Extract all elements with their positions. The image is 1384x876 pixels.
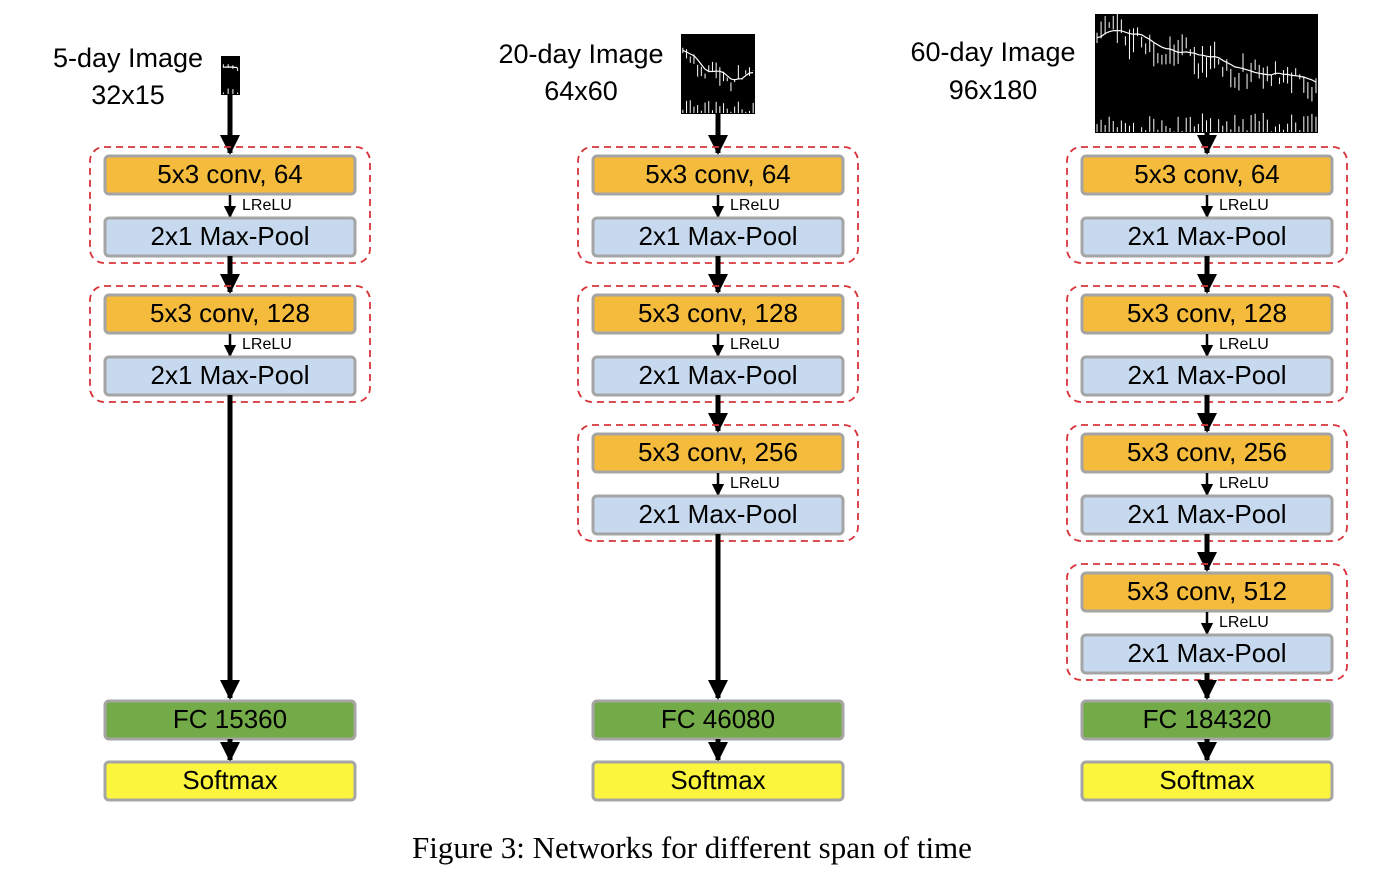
input-image-thumbnail xyxy=(221,56,240,95)
conv-layer: 5x3 conv, 128 xyxy=(1080,293,1334,335)
softmax-layer-bg xyxy=(591,760,845,802)
conv-layer-label: 5x3 conv, 256 xyxy=(638,437,798,467)
conv-layer-label: 5x3 conv, 128 xyxy=(1127,298,1287,328)
conv-layer-label: 5x3 conv, 128 xyxy=(638,298,798,328)
input-image-thumbnail xyxy=(681,34,755,114)
pool-layer: 2x1 Max-Pool xyxy=(591,494,845,536)
pool-layer: 2x1 Max-Pool xyxy=(1080,216,1334,258)
pool-layer-label: 2x1 Max-Pool xyxy=(1128,499,1287,529)
pool-layer-label: 2x1 Max-Pool xyxy=(639,360,798,390)
fc-layer: FC 184320 xyxy=(1080,699,1334,741)
network-column-2: 20-day Image 64x60 5x3 conv, 64 LReLU 2x1 Ma… xyxy=(498,34,859,802)
conv-layer-label: 5x3 conv, 256 xyxy=(1127,437,1287,467)
softmax-layer: Softmax xyxy=(1080,760,1334,802)
conv-layer: 5x3 conv, 64 xyxy=(591,154,845,196)
pool-layer: 2x1 Max-Pool xyxy=(103,216,357,258)
input-title: 5-day Image xyxy=(53,43,203,73)
activation-label: LReLU xyxy=(730,197,780,214)
pool-layer: 2x1 Max-Pool xyxy=(1080,633,1334,675)
pool-layer-label: 2x1 Max-Pool xyxy=(151,360,310,390)
pool-layer: 2x1 Max-Pool xyxy=(1080,355,1334,397)
softmax-layer-bg xyxy=(1080,760,1334,802)
conv-layer-label: 5x3 conv, 64 xyxy=(1134,159,1280,189)
softmax-layer-label: Softmax xyxy=(182,765,277,795)
conv-layer: 5x3 conv, 64 xyxy=(1080,154,1334,196)
pool-layer: 2x1 Max-Pool xyxy=(103,355,357,397)
conv-layer-label: 5x3 conv, 64 xyxy=(157,159,303,189)
conv-layer-label: 5x3 conv, 64 xyxy=(645,159,791,189)
conv-layer-bg xyxy=(1080,571,1334,613)
conv-layer-bg xyxy=(103,154,357,196)
fc-layer-label: FC 15360 xyxy=(173,704,287,734)
conv-block-1: 5x3 conv, 64 LReLU 2x1 Max-Pool xyxy=(89,146,371,264)
input-size: 32x15 xyxy=(91,80,165,110)
moving-average-line xyxy=(223,66,238,69)
conv-layer-bg xyxy=(591,154,845,196)
pool-layer: 2x1 Max-Pool xyxy=(1080,494,1334,536)
conv-layer-bg xyxy=(1080,293,1334,335)
conv-layer-bg xyxy=(1080,432,1334,474)
activation-label: LReLU xyxy=(1219,197,1269,214)
network-column-1: 5-day Image 32x15 5x3 conv, 64 LReLU 2x1 Max… xyxy=(53,43,371,802)
pool-layer-label: 2x1 Max-Pool xyxy=(1128,221,1287,251)
activation-label: LReLU xyxy=(1219,475,1269,492)
conv-layer-bg xyxy=(591,293,845,335)
conv-layer: 5x3 conv, 256 xyxy=(591,432,845,474)
pool-layer-label: 2x1 Max-Pool xyxy=(1128,360,1287,390)
activation-label: LReLU xyxy=(1219,614,1269,631)
conv-layer: 5x3 conv, 512 xyxy=(1080,571,1334,613)
softmax-layer-label: Softmax xyxy=(670,765,765,795)
fc-layer: FC 15360 xyxy=(103,699,357,741)
pool-layer: 2x1 Max-Pool xyxy=(591,355,845,397)
softmax-layer-bg xyxy=(103,760,357,802)
pool-layer: 2x1 Max-Pool xyxy=(591,216,845,258)
conv-layer: 5x3 conv, 256 xyxy=(1080,432,1334,474)
activation-label: LReLU xyxy=(1219,336,1269,353)
input-size: 64x60 xyxy=(544,76,618,106)
pool-layer-label: 2x1 Max-Pool xyxy=(1128,638,1287,668)
conv-layer: 5x3 conv, 64 xyxy=(103,154,357,196)
softmax-layer: Softmax xyxy=(591,760,845,802)
pool-layer-label: 2x1 Max-Pool xyxy=(151,221,310,251)
conv-layer-label: 5x3 conv, 128 xyxy=(150,298,310,328)
fc-layer-label: FC 184320 xyxy=(1143,704,1272,734)
conv-layer-label: 5x3 conv, 512 xyxy=(1127,576,1287,606)
network-column-3: 60-day Image 96x180 5x3 conv, 64 LReLU 2x1 M… xyxy=(910,14,1348,802)
input-title: 20-day Image xyxy=(498,39,663,69)
conv-block-1: 5x3 conv, 64 LReLU 2x1 Max-Pool xyxy=(1066,146,1348,264)
pool-layer-label: 2x1 Max-Pool xyxy=(639,221,798,251)
input-image-thumbnail xyxy=(1095,14,1318,133)
input-image-thumbnail-bg xyxy=(681,34,755,114)
softmax-layer-label: Softmax xyxy=(1159,765,1254,795)
conv-block-1: 5x3 conv, 64 LReLU 2x1 Max-Pool xyxy=(577,146,859,264)
activation-label: LReLU xyxy=(242,197,292,214)
softmax-layer: Softmax xyxy=(103,760,357,802)
conv-layer-bg xyxy=(103,293,357,335)
activation-label: LReLU xyxy=(730,475,780,492)
conv-layer: 5x3 conv, 128 xyxy=(103,293,357,335)
figure-caption: Figure 3: Networks for different span of… xyxy=(412,830,972,865)
activation-label: LReLU xyxy=(242,336,292,353)
moving-average-line xyxy=(1096,29,1317,83)
pool-layer-label: 2x1 Max-Pool xyxy=(639,499,798,529)
moving-average-line xyxy=(682,49,754,81)
conv-layer-bg xyxy=(591,432,845,474)
conv-layer-bg xyxy=(1080,154,1334,196)
activation-label: LReLU xyxy=(730,336,780,353)
fc-layer-label: FC 46080 xyxy=(661,704,775,734)
input-size: 96x180 xyxy=(949,75,1038,105)
conv-layer: 5x3 conv, 128 xyxy=(591,293,845,335)
fc-layer: FC 46080 xyxy=(591,699,845,741)
input-image-thumbnail-bg xyxy=(221,56,240,95)
input-title: 60-day Image xyxy=(910,37,1075,67)
